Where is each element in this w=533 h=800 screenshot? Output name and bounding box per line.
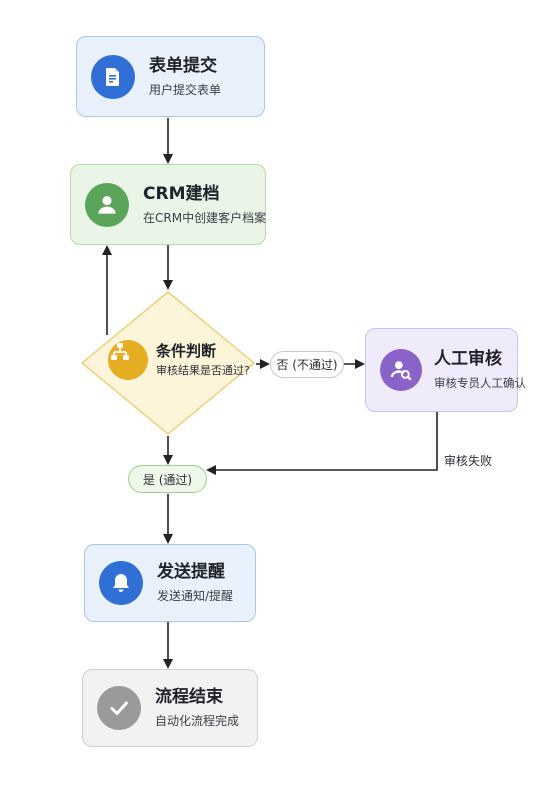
node-title: 条件判断 [156, 342, 217, 360]
label-review-fail: 审核失败 [444, 454, 493, 468]
node-title: 表单提交 [149, 55, 217, 76]
flowchart-icon [108, 340, 148, 380]
node-crm-archive: CRM建档 在CRM中创建客户档案 [70, 164, 266, 245]
node-flow-end: 流程结束 自动化流程完成 [82, 669, 258, 747]
user-icon [85, 182, 129, 227]
diamond-shape [80, 291, 256, 435]
document-icon [91, 54, 135, 99]
node-subtitle: 在CRM中创建客户档案 [143, 210, 267, 225]
label-pass-text: 是 (通过) [142, 472, 193, 487]
node-subtitle: 审核结果是否通过? [156, 364, 250, 377]
node-send-reminder: 发送提醒 发送通知/提醒 [84, 544, 256, 622]
node-manual-review: 人工审核 审核专员人工确认 [365, 328, 526, 412]
arrow-review-fail [206, 412, 438, 475]
node-subtitle: 审核专员人工确认 [434, 376, 526, 390]
node-title: 发送提醒 [157, 562, 225, 582]
node-subtitle: 自动化流程完成 [155, 714, 240, 728]
node-condition: 条件判断 审核结果是否通过? [80, 290, 256, 436]
node-form-submit: 表单提交 用户提交表单 [76, 36, 265, 117]
node-title: 流程结束 [155, 687, 223, 707]
user-search-icon [380, 349, 422, 391]
bell-icon [99, 561, 143, 605]
node-subtitle: 用户提交表单 [149, 82, 222, 97]
node-subtitle: 发送通知/提醒 [157, 589, 234, 603]
label-no-pass: 否 (不通过) [270, 351, 344, 378]
label-no-pass-text: 否 (不通过) [276, 358, 338, 372]
node-title: CRM建档 [143, 183, 220, 204]
node-title: 人工审核 [434, 349, 502, 369]
label-pass: 是 (通过) [128, 465, 207, 493]
check-icon [97, 686, 141, 730]
